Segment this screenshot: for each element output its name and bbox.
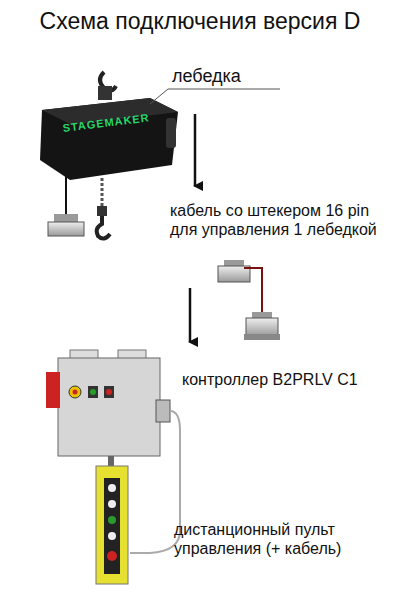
leader-line — [150, 89, 280, 104]
winch-drawing — [40, 72, 178, 239]
part-label: дистанционный пульт управления (+ кабель… — [174, 520, 396, 558]
remote-drawing — [96, 456, 128, 584]
part-label: лебедка — [172, 66, 292, 88]
part-label: кабель со штекером 16 pin для управления… — [170, 201, 396, 239]
title: Схема подключения версия D — [0, 8, 400, 35]
down-arrow — [189, 288, 192, 342]
cable-drawing — [218, 260, 280, 340]
down-arrow — [194, 114, 197, 186]
part-label: контроллер B2PRLV C1 — [182, 370, 396, 389]
controller-drawing — [46, 350, 180, 553]
